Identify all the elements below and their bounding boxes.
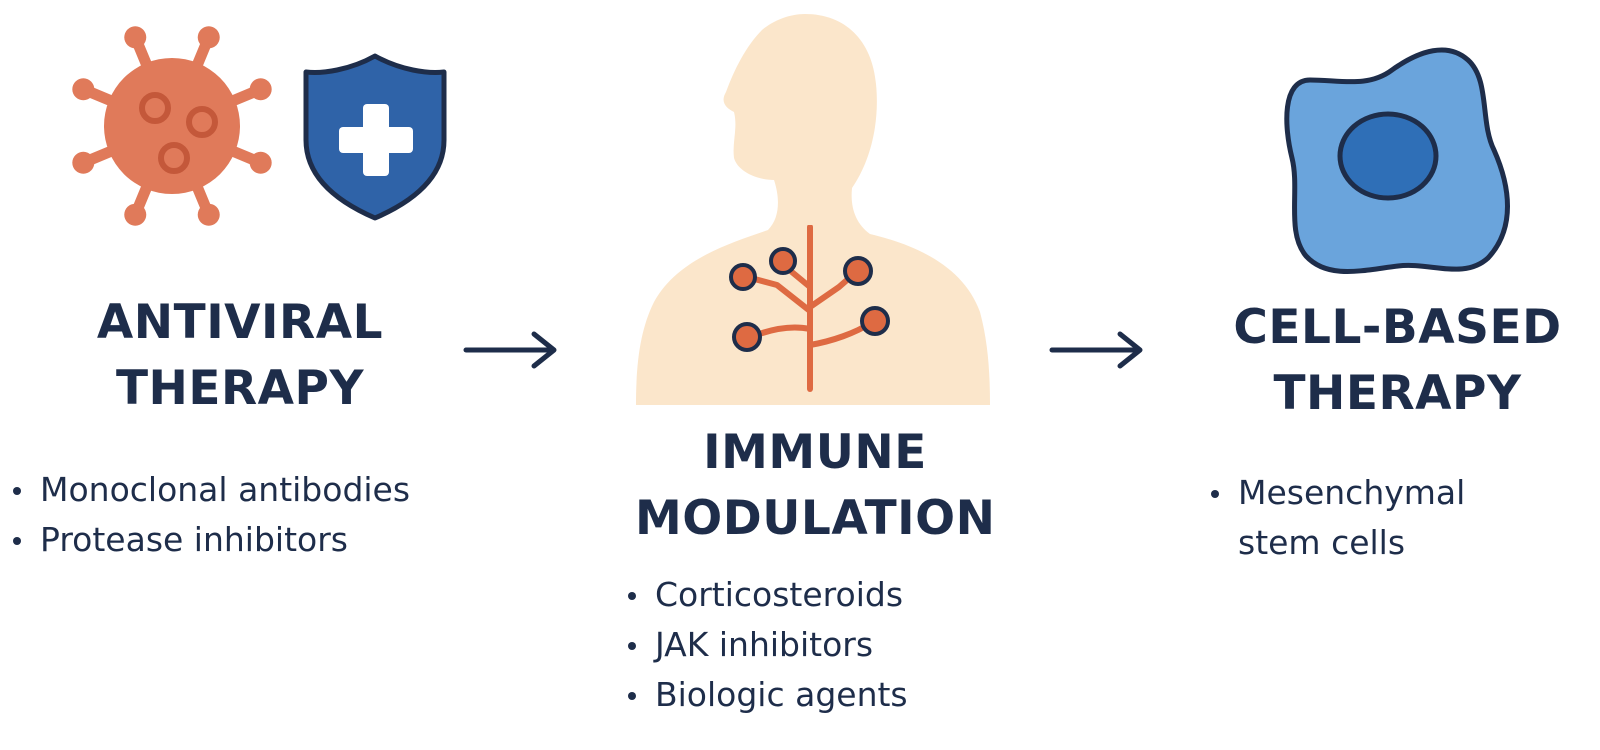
right-arrow-icon [1049, 331, 1143, 369]
virus-spike-tip [249, 151, 272, 174]
stage-title-immune: IMMUNE MODULATION [635, 420, 995, 552]
virus-icon [72, 26, 272, 226]
list-item: Protease inhibitors [10, 515, 410, 565]
treatment-list-cell: Mesenchymal stem cells [1208, 468, 1465, 568]
list-item: Monoclonal antibodies [10, 465, 410, 515]
title-line: MODULATION [635, 491, 996, 546]
virus-spike-tip [124, 203, 147, 226]
list-item: JAK inhibitors [625, 620, 908, 670]
list-item-continuation: stem cells [1238, 523, 1406, 562]
list-item: Corticosteroids [625, 570, 908, 620]
virus-spike-tip [72, 78, 95, 101]
title-line: ANTIVIRAL [96, 295, 384, 350]
title-line: THERAPY [1273, 366, 1522, 421]
virus-spike-tip [197, 26, 220, 49]
title-line: THERAPY [115, 361, 365, 416]
title-line: IMMUNE [703, 425, 927, 480]
virus-spike-tip [72, 151, 95, 174]
shield-cross-icon [303, 53, 447, 221]
treatment-list-immune: Corticosteroids JAK inhibitors Biologic … [625, 570, 908, 720]
human-silhouette-icon [636, 14, 990, 405]
stage-title-antiviral: ANTIVIRAL THERAPY [70, 290, 410, 422]
right-arrow-icon [463, 331, 557, 369]
list-item: Biologic agents [625, 670, 908, 720]
virus-spike-tip [197, 203, 220, 226]
cell-icon [1284, 47, 1510, 274]
virus-spike-tip [124, 26, 147, 49]
stage-title-cell: CELL-BASED THERAPY [1220, 295, 1575, 427]
lung-tree-icon [729, 225, 890, 392]
title-line: CELL-BASED [1233, 300, 1562, 355]
list-item: Mesenchymal [1208, 468, 1465, 518]
treatment-list-antiviral: Monoclonal antibodies Protease inhibitor… [10, 465, 410, 565]
virus-spike-tip [249, 78, 272, 101]
